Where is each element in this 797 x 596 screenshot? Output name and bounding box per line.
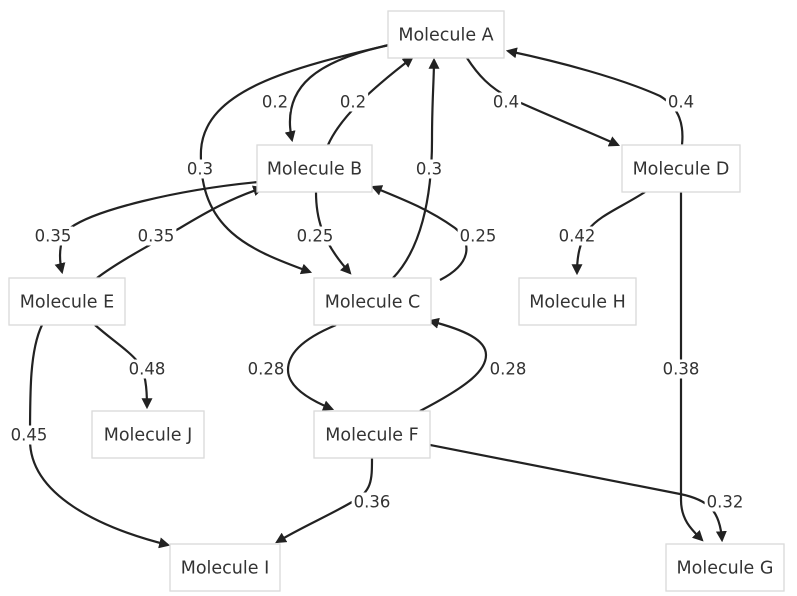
edge-label-background xyxy=(660,359,702,379)
edge-f-c xyxy=(419,317,488,412)
edge-a-c xyxy=(199,43,390,275)
node-box xyxy=(621,144,741,193)
edge-weight: 0.48 xyxy=(129,360,166,379)
edge-label-background xyxy=(184,159,216,179)
node-box xyxy=(169,543,281,592)
edge-label-background xyxy=(126,359,168,379)
edge-label-background xyxy=(32,226,74,246)
edge-label-background xyxy=(135,226,177,246)
node-box xyxy=(8,277,126,326)
edge-d-g xyxy=(679,192,704,542)
node-molecule-d[interactable]: Molecule D xyxy=(621,144,741,193)
edge-label-a-b: 0.2 xyxy=(259,92,291,112)
edge-b-e xyxy=(54,180,259,275)
edge-weight: 0.28 xyxy=(248,360,285,379)
edge-label-a-d: 0.4 xyxy=(490,92,522,112)
edge-label-background xyxy=(413,159,445,179)
edge-label-f-i: 0.36 xyxy=(351,492,393,512)
edge-label-background xyxy=(457,226,499,246)
edge-label-background xyxy=(351,492,393,512)
node-label: Molecule I xyxy=(181,559,270,579)
edge-label-f-g: 0.32 xyxy=(704,492,746,512)
edge-label-background xyxy=(245,359,287,379)
edge-c-f xyxy=(286,323,337,411)
node-molecule-j[interactable]: Molecule J xyxy=(91,410,205,459)
edge-weight: 0.3 xyxy=(187,160,213,179)
edge-label-background xyxy=(259,92,291,112)
node-molecule-a[interactable]: Molecule A xyxy=(387,10,505,59)
edge-label-d-a: 0.4 xyxy=(665,92,697,112)
edge-label-background xyxy=(337,92,369,112)
node-label: Molecule H xyxy=(529,293,626,313)
edge-label-b-c: 0.25 xyxy=(294,226,336,246)
node-label: Molecule D xyxy=(633,160,730,180)
node-box xyxy=(665,543,785,592)
edge-weight: 0.42 xyxy=(559,227,596,246)
edge-weight: 0.28 xyxy=(490,360,527,379)
node-molecule-e[interactable]: Molecule E xyxy=(8,277,126,326)
node-molecule-b[interactable]: Molecule B xyxy=(256,144,373,193)
node-box xyxy=(313,277,432,326)
node-box xyxy=(387,10,505,59)
node-box xyxy=(313,410,431,459)
edge-label-background xyxy=(490,92,522,112)
edge-label-background xyxy=(665,92,697,112)
node-molecule-i[interactable]: Molecule I xyxy=(169,543,281,592)
edge-label-background xyxy=(704,492,746,512)
node-label: Molecule G xyxy=(677,559,774,579)
edge-weight: 0.35 xyxy=(138,227,175,246)
node-label: Molecule B xyxy=(267,160,362,180)
edge-label-d-h: 0.42 xyxy=(556,226,598,246)
edge-label-e-i: 0.45 xyxy=(8,425,50,445)
node-label: Molecule A xyxy=(398,26,493,46)
edge-label-c-a: 0.3 xyxy=(413,159,445,179)
edge-e-b xyxy=(96,185,265,279)
edge-label-e-b: 0.35 xyxy=(135,226,177,246)
edge-a-d xyxy=(466,57,621,147)
edge-weight: 0.4 xyxy=(668,93,694,112)
edge-label-b-e: 0.35 xyxy=(32,226,74,246)
edge-weight: 0.4 xyxy=(493,93,519,112)
node-molecule-c[interactable]: Molecule C xyxy=(313,277,432,326)
edge-label-background xyxy=(556,226,598,246)
node-box xyxy=(256,144,373,193)
edge-c-b xyxy=(370,185,468,281)
edge-weight: 0.2 xyxy=(262,93,288,112)
edge-d-a xyxy=(505,47,684,146)
edge-weight: 0.35 xyxy=(35,227,72,246)
edge-label-f-c: 0.28 xyxy=(487,359,529,379)
edge-weight: 0.3 xyxy=(416,160,442,179)
edge-label-c-f: 0.28 xyxy=(245,359,287,379)
edge-e-i xyxy=(28,324,171,549)
edge-label-e-j: 0.48 xyxy=(126,359,168,379)
edge-label-b-a: 0.2 xyxy=(337,92,369,112)
node-label: Molecule C xyxy=(325,293,421,313)
edge-f-g xyxy=(429,443,727,543)
node-label: Molecule F xyxy=(325,426,418,446)
node-box xyxy=(91,410,205,459)
edge-weight: 0.25 xyxy=(297,227,334,246)
node-molecule-g[interactable]: Molecule G xyxy=(665,543,785,592)
edge-label-background xyxy=(487,359,529,379)
edge-weight: 0.25 xyxy=(460,227,497,246)
node-label: Molecule E xyxy=(20,293,114,313)
node-label: Molecule J xyxy=(104,426,193,446)
node-box xyxy=(518,277,637,326)
edge-weight: 0.32 xyxy=(707,493,744,512)
node-molecule-h[interactable]: Molecule H xyxy=(518,277,637,326)
edge-label-a-c: 0.3 xyxy=(184,159,216,179)
edge-c-a xyxy=(392,57,440,279)
edge-weight: 0.38 xyxy=(663,360,700,379)
edge-label-d-g: 0.38 xyxy=(660,359,702,379)
edge-weight: 0.2 xyxy=(340,93,366,112)
edge-label-c-b: 0.25 xyxy=(457,226,499,246)
edge-label-background xyxy=(8,425,50,445)
edge-weight: 0.45 xyxy=(11,426,48,445)
edge-label-background xyxy=(294,226,336,246)
edge-weight: 0.36 xyxy=(354,493,391,512)
node-molecule-f[interactable]: Molecule F xyxy=(313,410,431,459)
